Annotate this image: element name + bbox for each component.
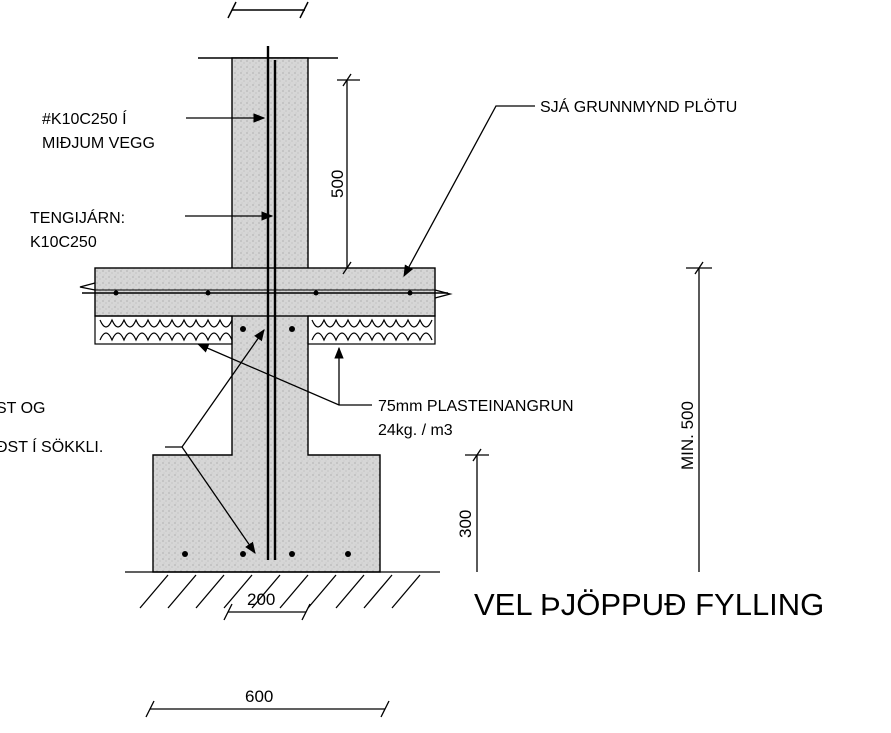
label-fill: VEL ÞJÖPPUÐ FYLLING xyxy=(474,587,824,622)
label-insulation-1: 75mm PLASTEINANGRUN xyxy=(378,398,574,415)
label-left-note-2: ÐST Í SÖKKLI. xyxy=(0,437,103,456)
rebar-dots xyxy=(113,290,413,557)
dimension-wall-height xyxy=(337,73,360,275)
label-insulation-2: 24kg. / m3 xyxy=(378,422,453,439)
insulation-right xyxy=(307,315,436,345)
label-rebar-mid-wall-1: #K10C250 Í xyxy=(42,109,127,128)
dimension-footing-height xyxy=(465,448,489,572)
dim-text-wall-width: 200 xyxy=(247,590,275,609)
vertical-rebars xyxy=(266,46,277,560)
label-rebar-mid-wall-2: MIÐJUM VEGG xyxy=(42,135,155,152)
label-left-note-1: ST OG xyxy=(0,400,46,417)
dim-text-footing-height: 300 xyxy=(456,510,475,538)
concrete-section xyxy=(79,57,453,573)
dimension-footing-width xyxy=(145,700,390,718)
label-slab-ref: SJÁ GRUNNMYND PLÖTU xyxy=(540,97,737,116)
top-dimension-line xyxy=(227,1,309,19)
dim-text-wall-height: 500 xyxy=(328,170,347,198)
ground-hatch xyxy=(125,571,440,609)
dim-text-min-depth: MIN. 500 xyxy=(678,401,697,470)
insulation-left xyxy=(94,315,233,345)
dim-text-footing-width: 600 xyxy=(245,687,273,706)
label-connector-2: K10C250 xyxy=(30,234,97,251)
dimension-wall-width xyxy=(223,603,311,621)
label-connector-1: TENGIJÁRN: xyxy=(30,208,125,227)
dimension-min-depth xyxy=(686,261,712,572)
leader-lines xyxy=(165,105,535,554)
